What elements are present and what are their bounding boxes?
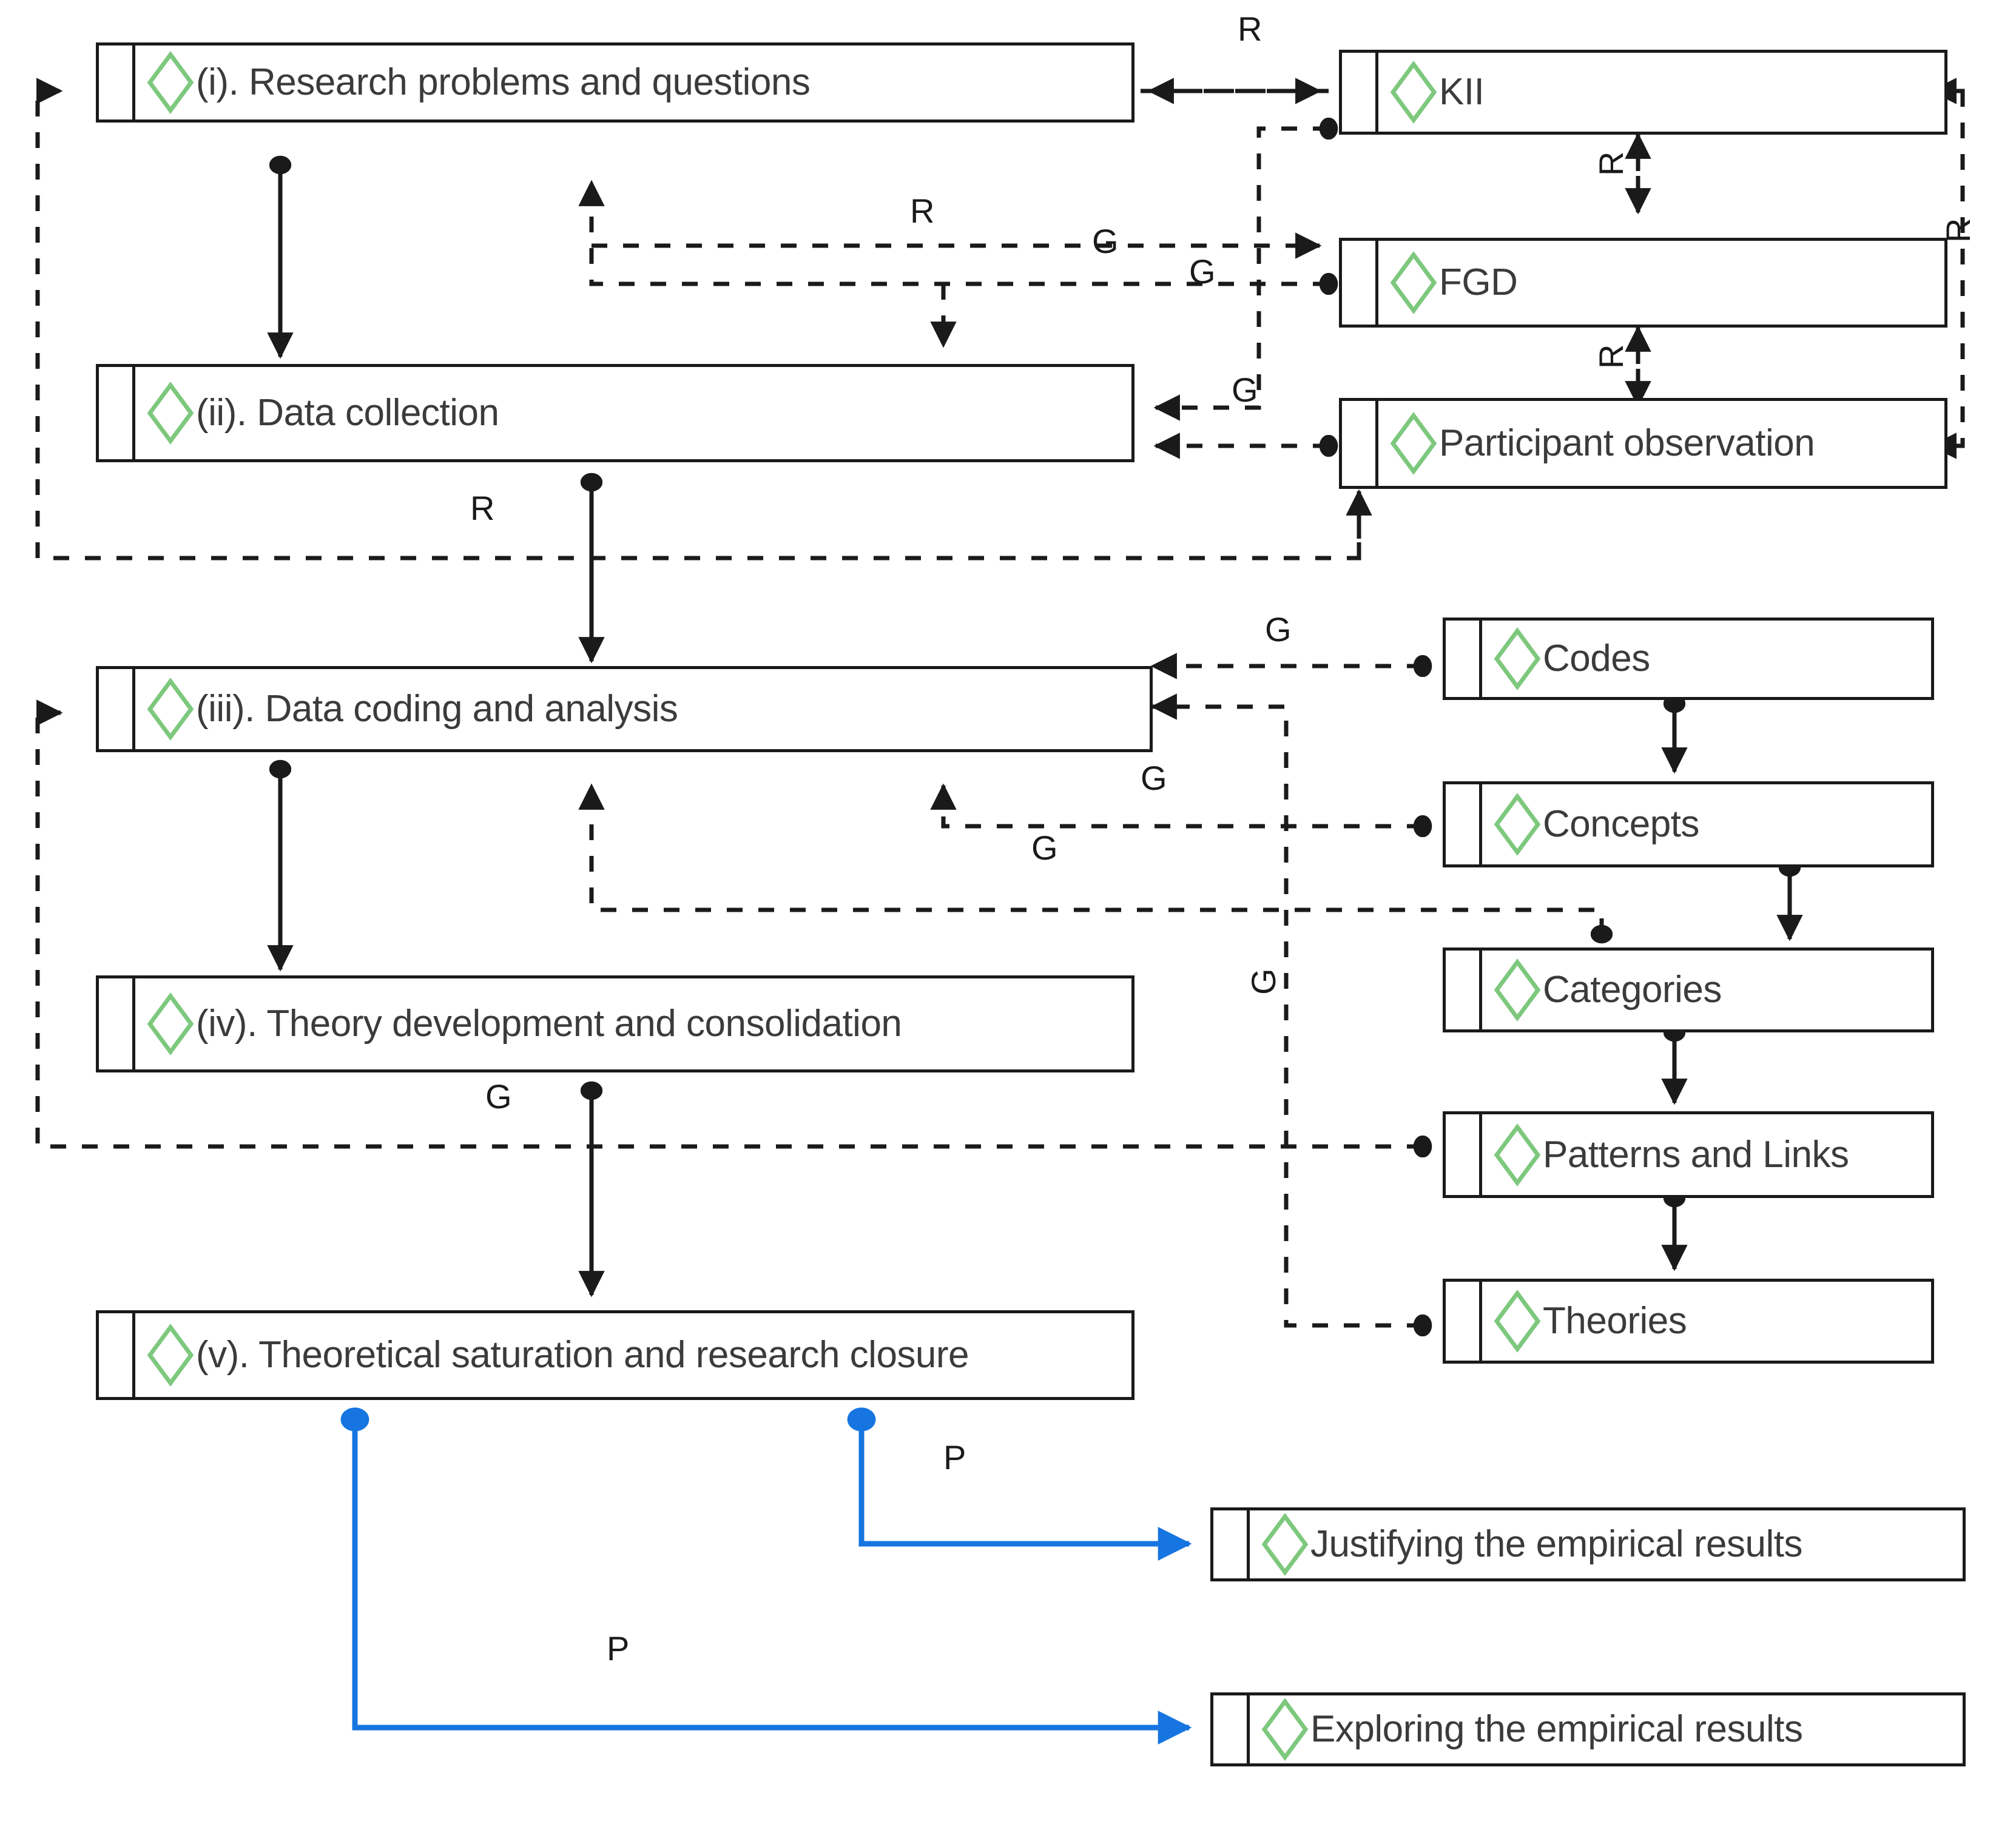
node-label: (v). Theoretical saturation and research… bbox=[196, 1334, 969, 1376]
node-label: Theories bbox=[1543, 1300, 1687, 1342]
edge-label-G-po-n2: G bbox=[1232, 371, 1258, 409]
node-gutter bbox=[99, 978, 135, 1069]
edge-n5-to-justifying bbox=[847, 1407, 1192, 1561]
diamond-icon bbox=[1494, 1290, 1541, 1353]
diamond-icon bbox=[147, 1324, 194, 1387]
edge-label-P-exploring: P bbox=[607, 1629, 630, 1668]
edge-n2-loop-to-n1 bbox=[35, 78, 1361, 560]
node-data-collection[interactable]: (ii). Data collection bbox=[96, 364, 1134, 462]
node-label: Exploring the empirical results bbox=[1310, 1708, 1803, 1751]
node-body: Codes bbox=[1482, 621, 1931, 697]
edge-kii-to-n2 bbox=[1153, 117, 1338, 421]
edge-label-G-fgd-out: G bbox=[1189, 252, 1216, 291]
node-gutter bbox=[1342, 241, 1378, 325]
node-label: KII bbox=[1439, 71, 1485, 113]
node-body: Participant observation bbox=[1378, 401, 1944, 486]
node-body: Theories bbox=[1482, 1282, 1931, 1361]
edge-n5-to-exploring bbox=[340, 1407, 1192, 1745]
node-label: (iv). Theory development and consolidati… bbox=[196, 1003, 902, 1045]
node-kii[interactable]: KII bbox=[1339, 50, 1947, 135]
node-label: Categories bbox=[1543, 969, 1722, 1011]
node-body: (ii). Data collection bbox=[135, 367, 1131, 459]
node-body: (v). Theoretical saturation and research… bbox=[135, 1313, 1131, 1397]
diamond-icon bbox=[1494, 793, 1541, 856]
node-body: Patterns and Links bbox=[1482, 1114, 1931, 1195]
node-gutter bbox=[1446, 784, 1482, 864]
edge-label-R-kii-fgd: R bbox=[1592, 151, 1630, 176]
edge-label-R-fgd-n1: R bbox=[910, 192, 935, 230]
diamond-icon bbox=[147, 678, 194, 741]
diamond-icon bbox=[147, 51, 194, 114]
diamond-icon bbox=[1494, 958, 1541, 1022]
node-data-coding-analysis[interactable]: (iii). Data coding and analysis bbox=[96, 666, 1153, 752]
diamond-icon bbox=[1390, 61, 1437, 124]
diamond-icon bbox=[1261, 1698, 1309, 1761]
node-gutter bbox=[1213, 1695, 1250, 1763]
node-label: Justifying the empirical results bbox=[1310, 1523, 1802, 1566]
diamond-icon bbox=[147, 992, 194, 1055]
edge-theories-to-n3 bbox=[1150, 693, 1432, 1337]
diamond-icon bbox=[1494, 627, 1541, 690]
edge-label-G-concepts-n3: G bbox=[1031, 829, 1058, 867]
edge-concepts-to-n3 bbox=[930, 783, 1432, 838]
edge-label-R-right-loop: R bbox=[1939, 218, 1977, 243]
node-label: Patterns and Links bbox=[1543, 1133, 1849, 1176]
node-body: Exploring the empirical results bbox=[1250, 1695, 1963, 1763]
node-categories[interactable]: Categories bbox=[1443, 948, 1934, 1032]
node-gutter bbox=[1446, 1282, 1482, 1361]
diamond-icon bbox=[1390, 251, 1437, 314]
node-label: Codes bbox=[1543, 638, 1650, 680]
node-body: Justifying the empirical results bbox=[1250, 1510, 1963, 1578]
edge-label-G-codes-n3: G bbox=[1265, 610, 1292, 648]
node-theories[interactable]: Theories bbox=[1443, 1279, 1934, 1364]
edge-label-R-fgd-po: R bbox=[1592, 344, 1630, 369]
node-body: (iv). Theory development and consolidati… bbox=[135, 978, 1131, 1069]
node-research-problems[interactable]: (i). Research problems and questions bbox=[96, 42, 1134, 123]
node-gutter bbox=[99, 669, 135, 749]
node-fgd[interactable]: FGD bbox=[1339, 238, 1947, 328]
node-label: (ii). Data collection bbox=[196, 392, 499, 434]
node-body: KII bbox=[1378, 53, 1944, 132]
node-gutter bbox=[1446, 951, 1482, 1029]
node-label: Participant observation bbox=[1439, 422, 1815, 465]
node-participant-observation[interactable]: Participant observation bbox=[1339, 398, 1947, 489]
node-theoretical-saturation[interactable]: (v). Theoretical saturation and research… bbox=[96, 1310, 1134, 1400]
edge-patterns-to-n4 bbox=[35, 699, 1432, 1158]
node-gutter bbox=[1446, 1114, 1482, 1195]
node-body: (i). Research problems and questions bbox=[135, 45, 1131, 119]
node-codes[interactable]: Codes bbox=[1443, 618, 1934, 700]
edge-label-G-fgd-in: G bbox=[1092, 222, 1119, 260]
edge-label-G-n3-right: G bbox=[1141, 759, 1167, 797]
diamond-icon bbox=[1261, 1513, 1309, 1576]
node-gutter bbox=[1342, 53, 1378, 132]
node-body: FGD bbox=[1378, 241, 1944, 325]
node-body: Concepts bbox=[1482, 784, 1931, 864]
node-label: FGD bbox=[1439, 261, 1518, 304]
node-gutter bbox=[99, 45, 135, 119]
node-body: Categories bbox=[1482, 951, 1931, 1029]
node-label: Concepts bbox=[1543, 803, 1699, 846]
node-label: (iii). Data coding and analysis bbox=[196, 688, 678, 730]
node-gutter bbox=[1342, 401, 1378, 486]
diamond-icon bbox=[1494, 1123, 1541, 1187]
edge-label-P-justifying: P bbox=[943, 1438, 966, 1476]
edge-fgd-to-n1 bbox=[578, 180, 1338, 295]
edge-label-R-n1-kii: R bbox=[1238, 10, 1263, 48]
edge-label-G-patterns-n4: G bbox=[485, 1077, 512, 1116]
diamond-icon bbox=[1390, 412, 1437, 475]
node-label: (i). Research problems and questions bbox=[196, 61, 811, 104]
node-exploring-results[interactable]: Exploring the empirical results bbox=[1210, 1692, 1966, 1766]
node-gutter bbox=[1213, 1510, 1250, 1578]
node-body: (iii). Data coding and analysis bbox=[135, 669, 1150, 749]
node-gutter bbox=[99, 367, 135, 459]
node-justifying-results[interactable]: Justifying the empirical results bbox=[1210, 1507, 1966, 1581]
edge-label-G-theories-n3: G bbox=[1244, 968, 1283, 995]
node-gutter bbox=[99, 1313, 135, 1397]
node-theory-development[interactable]: (iv). Theory development and consolidati… bbox=[96, 975, 1134, 1072]
node-patterns-and-links[interactable]: Patterns and Links bbox=[1443, 1111, 1934, 1198]
node-concepts[interactable]: Concepts bbox=[1443, 781, 1934, 867]
node-gutter bbox=[1446, 621, 1482, 697]
diamond-icon bbox=[147, 382, 194, 445]
edge-label-R-n2-loop: R bbox=[470, 489, 495, 527]
